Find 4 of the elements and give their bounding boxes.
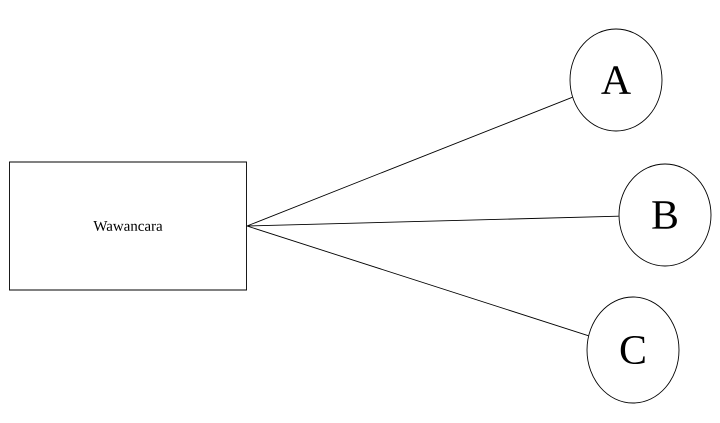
process-box: Wawancara [9,162,247,290]
connector-line [246,226,589,336]
connector-line [246,96,573,226]
connector-line [246,216,620,226]
